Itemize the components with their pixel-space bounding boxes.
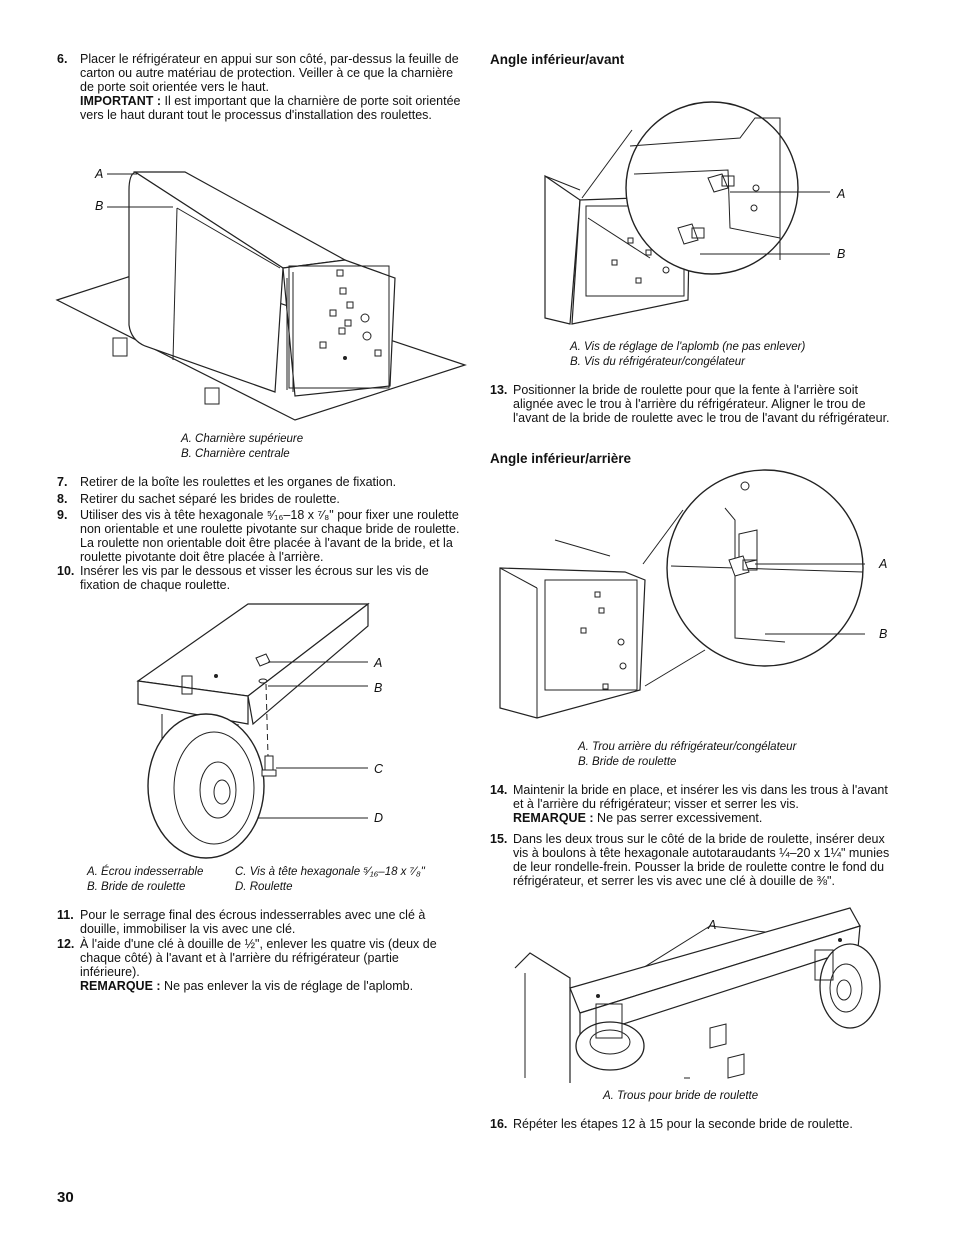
fig5-label-a: A xyxy=(708,918,717,932)
fig4-label-a: A xyxy=(879,557,888,571)
fig2-label-b: B xyxy=(374,681,383,695)
figure-bracket-installed xyxy=(514,907,881,1083)
figure-fridge-on-side xyxy=(55,171,467,421)
heading-rear-corner: Angle inférieur/arrière xyxy=(490,451,632,466)
fig5-caption-a: A. Trous pour bride de roulette xyxy=(603,1090,759,1102)
fig1-label-a: A xyxy=(95,167,104,181)
fig2-caption-c: C. Vis à tête hexagonale ⁵⁄₁₆–18 x ⁷⁄₈" xyxy=(235,866,425,878)
important-label: IMPORTANT : xyxy=(80,94,162,108)
fig4-label-b: B xyxy=(879,627,888,641)
fig1-caption-b: B. Charnière centrale xyxy=(181,448,290,460)
fig2-caption-b: B. Bride de roulette xyxy=(87,881,186,893)
fig2-label-c: C xyxy=(374,762,384,776)
fig2-caption-a: A. Écrou indesserrable xyxy=(87,866,204,878)
figure-rear-corner xyxy=(499,469,865,719)
fig2-label-d: D xyxy=(374,811,384,825)
important-text: Il est important que la charnière de por… xyxy=(80,94,461,122)
heading-front-corner: Angle inférieur/avant xyxy=(490,52,625,67)
fig3-caption-a: A. Vis de réglage de l'aplomb (ne pas en… xyxy=(570,341,806,353)
fig3-caption-b: B. Vis du réfrigérateur/congélateur xyxy=(570,356,745,368)
step-number: 6. xyxy=(57,52,68,66)
fig4-caption-b: B. Bride de roulette xyxy=(578,756,677,768)
step-text: Placer le réfrigérateur en appui sur son… xyxy=(80,52,459,94)
page-number: 30 xyxy=(57,1189,74,1206)
fig4-caption-a: A. Trou arrière du réfrigérateur/congéla… xyxy=(578,741,797,753)
figure-front-corner xyxy=(544,101,830,325)
fig3-label-b: B xyxy=(837,247,846,261)
fig1-caption-a: A. Charnière supérieure xyxy=(181,433,304,445)
fig2-caption-d: D. Roulette xyxy=(235,881,293,893)
figure-caster-bracket xyxy=(136,602,370,859)
fig1-label-b: B xyxy=(95,199,104,213)
fig3-label-a: A xyxy=(837,187,846,201)
fig2-label-a: A xyxy=(374,656,383,670)
